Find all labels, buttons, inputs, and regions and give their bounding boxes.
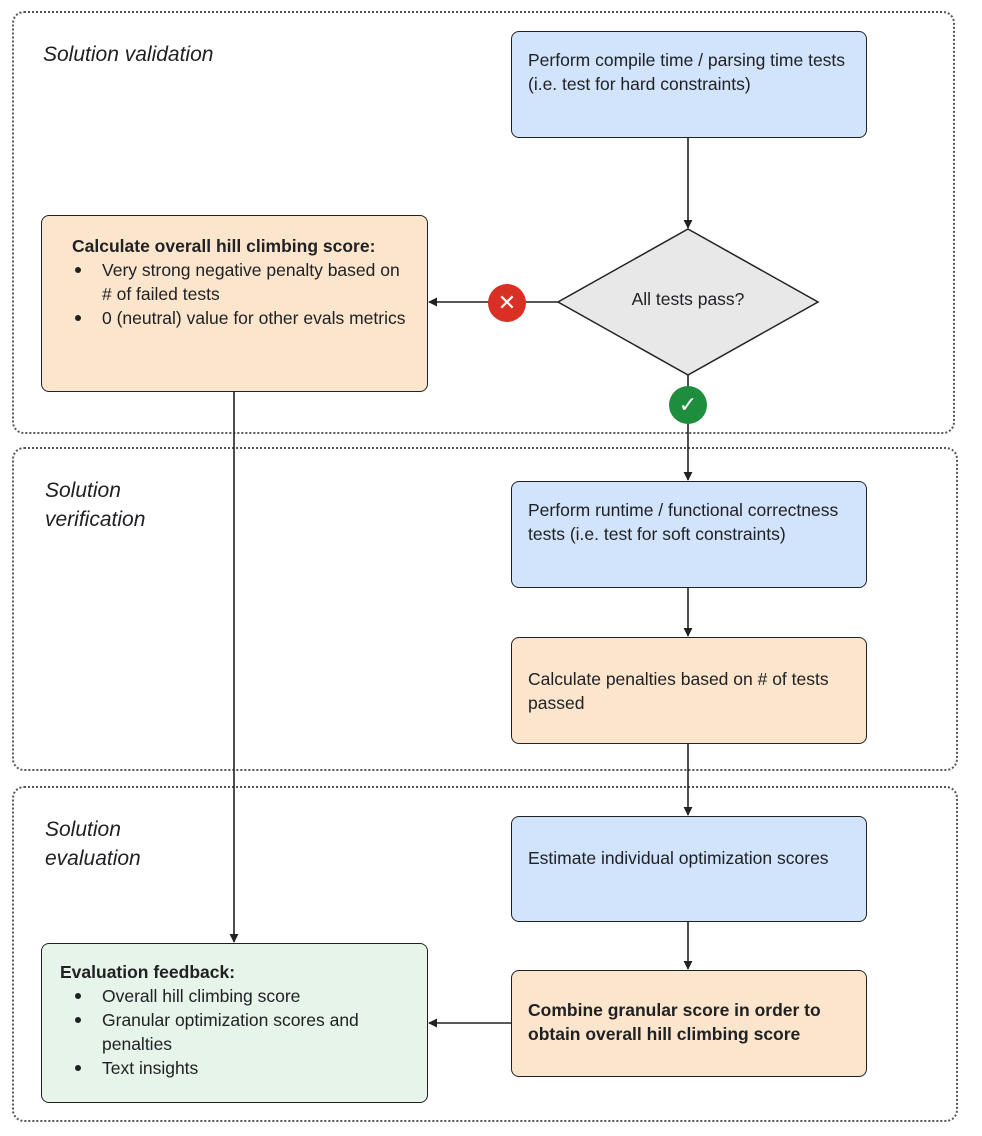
fail-score-bullet: 0 (neutral) value for other evals metric… bbox=[72, 306, 413, 330]
feedback-bullet: Granular optimization scores and penalti… bbox=[72, 1008, 413, 1056]
check-circle-icon: ✓ bbox=[669, 386, 707, 424]
compile-tests-text: Perform compile time / parsing time test… bbox=[528, 50, 846, 94]
combine-scores-box: Combine granular score in order to obtai… bbox=[511, 970, 867, 1077]
combine-scores-text: Combine granular score in order to obtai… bbox=[528, 1000, 821, 1044]
section-label-evaluation: Solution evaluation bbox=[45, 818, 141, 870]
penalties-text: Calculate penalties based on # of tests … bbox=[528, 669, 829, 713]
penalties-box: Calculate penalties based on # of tests … bbox=[511, 637, 867, 744]
runtime-tests-text: Perform runtime / functional correctness… bbox=[528, 500, 839, 544]
feedback-bullet: Overall hill climbing score bbox=[72, 984, 413, 1008]
estimate-scores-text: Estimate individual optimization scores bbox=[528, 848, 829, 868]
section-validation bbox=[12, 11, 955, 434]
section-evaluation bbox=[12, 786, 958, 1122]
runtime-tests-box: Perform runtime / functional correctness… bbox=[511, 481, 867, 588]
fail-score-box: Calculate overall hill climbing score: V… bbox=[41, 215, 428, 392]
compile-tests-box: Perform compile time / parsing time test… bbox=[511, 31, 867, 138]
feedback-bullet: Text insights bbox=[72, 1056, 413, 1080]
fail-score-title: Calculate overall hill climbing score: bbox=[72, 236, 376, 256]
section-label-verification: Solution verification bbox=[45, 479, 146, 531]
fail-score-bullet: Very strong negative penalty based on # … bbox=[72, 258, 413, 306]
decision-diamond bbox=[556, 228, 820, 376]
x-circle-icon: ✕ bbox=[488, 284, 526, 322]
section-verification bbox=[12, 447, 958, 771]
feedback-box: Evaluation feedback: Overall hill climbi… bbox=[41, 943, 428, 1103]
decision-label: All tests pass? bbox=[631, 289, 745, 309]
fail-score-list: Very strong negative penalty based on # … bbox=[72, 258, 413, 330]
feedback-list: Overall hill climbing score Granular opt… bbox=[72, 984, 413, 1080]
feedback-title: Evaluation feedback: bbox=[60, 962, 236, 982]
section-label-validation: Solution validation bbox=[43, 43, 214, 66]
estimate-scores-box: Estimate individual optimization scores bbox=[511, 816, 867, 922]
